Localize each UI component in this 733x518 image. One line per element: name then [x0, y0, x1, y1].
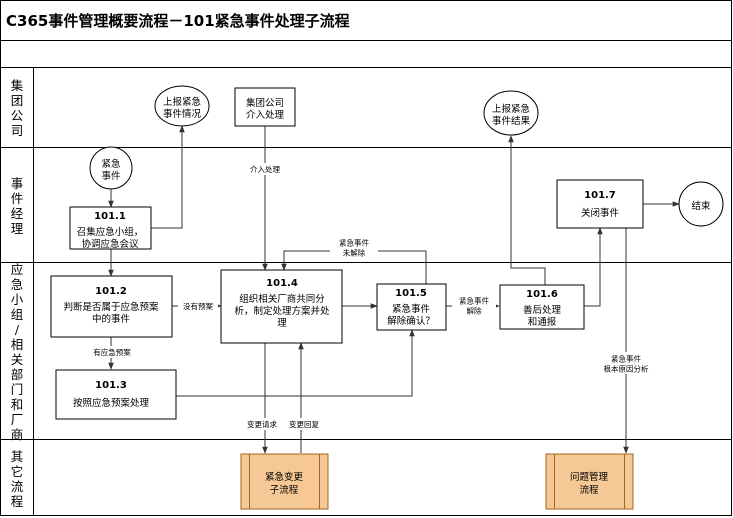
- step-101-3-id: 101.3: [95, 380, 127, 391]
- edge-label-bg: [283, 418, 325, 430]
- title-bar: [0, 0, 732, 41]
- page-title: C365事件管理概要流程－101紧急事件处理子流程: [6, 12, 350, 30]
- lane-label-group: 集团公司: [11, 78, 24, 138]
- edge-label-no-plan: 没有预案: [183, 301, 213, 311]
- change-subprocess: [240, 453, 329, 510]
- step-101-2: [50, 275, 173, 338]
- edge-label-bg: [452, 293, 496, 317]
- edge-label-bg: [244, 163, 288, 175]
- end-label: 结束: [691, 200, 711, 212]
- edge-101-3-to-101-5: [176, 329, 415, 397]
- step-101-4-text: 组织相关厂商共同分析，制定处理方案并处理: [234, 293, 330, 329]
- step-101-5: [376, 283, 447, 331]
- report-status-label: 上报紧急事件情况: [163, 96, 202, 120]
- report-result-node: [483, 90, 539, 136]
- edge-label-change-reply: 变更回复: [289, 419, 319, 429]
- lane-label-manager: 事件经理: [11, 176, 24, 236]
- step-101-3: [55, 369, 177, 420]
- lane-label-emergency: 应急小组/相关部门和厂商: [11, 262, 24, 442]
- edge-report-status: [151, 125, 185, 229]
- step-101-4-id: 101.4: [266, 278, 298, 289]
- edge-label-resolved: 紧急事件解除: [459, 296, 489, 316]
- problem-subprocess: [545, 453, 634, 510]
- step-101-1: [69, 206, 152, 250]
- blank-row: [0, 40, 732, 68]
- step-101-1-text: 召集应急小组，协调应急会议: [77, 226, 144, 250]
- edge-label-has-plan: 有应急预案: [93, 347, 131, 357]
- problem-subprocess-label: 问题管理流程: [570, 471, 609, 496]
- edge-label-bg: [241, 418, 283, 430]
- emergency-event-label: 紧急事件: [101, 158, 121, 182]
- step-101-6-text: 善后处理和通报: [523, 304, 562, 328]
- change-subprocess-label: 紧急变更子流程: [265, 471, 304, 496]
- edge-label-not-resolved: 紧急事件未解除: [339, 238, 369, 258]
- edge-label-bg: [596, 352, 658, 374]
- group-intervene-node: [234, 87, 296, 127]
- step-101-5-text: 紧急事件解除确认？: [387, 303, 435, 327]
- step-101-6-id: 101.6: [526, 289, 558, 300]
- swimlane-frame: [0, 67, 732, 516]
- edge-label-bg: [178, 300, 218, 312]
- edge-label-root-cause: 紧急事件根本原因分析: [604, 354, 649, 374]
- edge-label-intervene: 介入处理: [250, 164, 280, 174]
- report-result-label: 上报紧急事件结果: [492, 103, 531, 127]
- edge-report-result: [508, 135, 546, 285]
- step-101-5-id: 101.5: [395, 288, 427, 299]
- step-101-7-id: 101.7: [584, 190, 616, 201]
- step-101-6: [499, 284, 585, 330]
- step-101-2-id: 101.2: [95, 286, 127, 297]
- group-intervene-label: 集团公司介入处理: [246, 97, 285, 121]
- step-101-7-text: 关闭事件: [581, 207, 620, 219]
- report-status-node: [154, 85, 210, 127]
- edge-label-bg: [330, 236, 378, 258]
- step-101-2-text: 判断是否属于应急预案中的事件: [63, 301, 159, 325]
- end-node: [678, 181, 724, 227]
- step-101-3-text: 按照应急预案处理: [73, 397, 150, 409]
- step-101-4: [220, 269, 343, 344]
- edge-label-change-request: 变更请求: [247, 419, 277, 429]
- step-101-1-id: 101.1: [94, 211, 126, 222]
- step-101-7: [556, 179, 644, 229]
- lane-label-other: 其它流程: [11, 449, 24, 509]
- edge-label-bg: [86, 346, 138, 358]
- emergency-event-node: [89, 146, 133, 190]
- edge-101-6-to-101-7: [584, 227, 603, 307]
